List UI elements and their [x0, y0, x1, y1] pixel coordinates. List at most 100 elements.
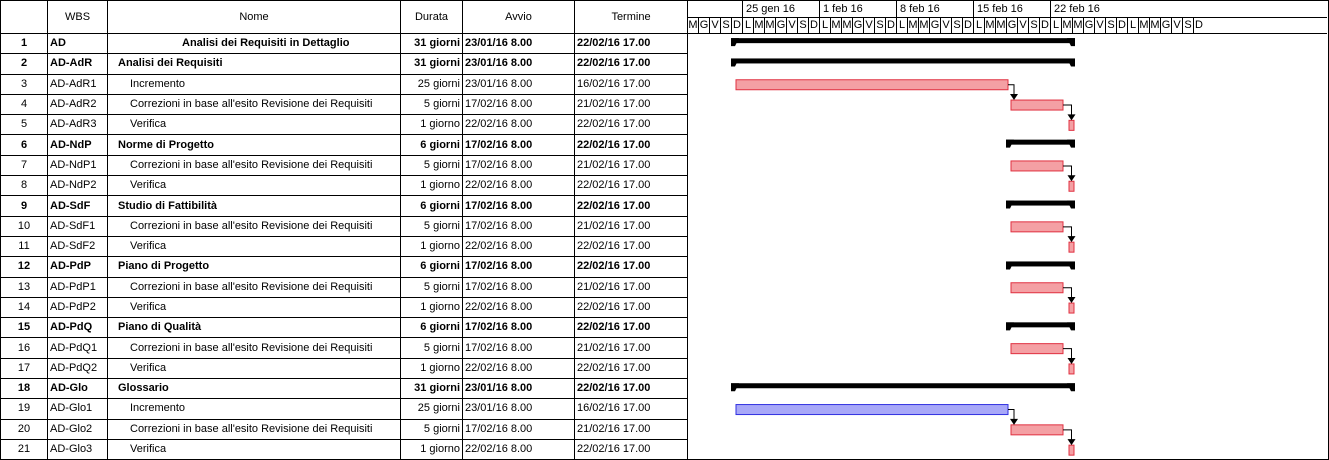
- row-wbs[interactable]: AD-AdR: [47, 53, 108, 75]
- row-start[interactable]: 17/02/16 8.00: [462, 317, 575, 339]
- row-start[interactable]: 23/01/16 8.00: [462, 32, 575, 55]
- row-end[interactable]: 21/02/16 17.00: [574, 337, 688, 359]
- row-name[interactable]: Verifica: [107, 357, 401, 380]
- row-name[interactable]: Correzioni in base all'esito Revisione d…: [107, 337, 401, 359]
- row-wbs[interactable]: AD-NdP1: [47, 154, 108, 177]
- row-start[interactable]: 23/01/16 8.00: [462, 378, 575, 400]
- row-end[interactable]: 22/02/16 17.00: [574, 256, 688, 278]
- row-wbs[interactable]: AD-PdP: [47, 256, 108, 278]
- row-id[interactable]: 16: [0, 337, 48, 359]
- row-start[interactable]: 22/02/16 8.00: [462, 357, 575, 380]
- row-name[interactable]: Analisi dei Requisiti in Dettaglio: [107, 32, 401, 55]
- row-duration[interactable]: 5 giorni: [400, 418, 463, 440]
- row-end[interactable]: 16/02/16 17.00: [574, 398, 688, 420]
- row-name[interactable]: Verifica: [107, 235, 401, 258]
- row-name[interactable]: Studio di Fattibilità: [107, 195, 401, 217]
- row-start[interactable]: 22/02/16 8.00: [462, 114, 575, 136]
- row-duration[interactable]: 5 giorni: [400, 337, 463, 359]
- row-duration[interactable]: 1 giorno: [400, 114, 463, 136]
- row-duration[interactable]: 5 giorni: [400, 154, 463, 177]
- row-end[interactable]: 16/02/16 17.00: [574, 73, 688, 95]
- row-wbs[interactable]: AD-PdQ1: [47, 337, 108, 359]
- row-duration[interactable]: 1 giorno: [400, 235, 463, 258]
- row-duration[interactable]: 6 giorni: [400, 317, 463, 339]
- row-wbs[interactable]: AD-AdR1: [47, 73, 108, 95]
- row-start[interactable]: 23/01/16 8.00: [462, 73, 575, 95]
- row-end[interactable]: 22/02/16 17.00: [574, 438, 688, 460]
- row-start[interactable]: 23/01/16 8.00: [462, 398, 575, 420]
- row-name[interactable]: Verifica: [107, 114, 401, 136]
- row-id[interactable]: 12: [0, 256, 48, 278]
- row-duration[interactable]: 31 giorni: [400, 32, 463, 55]
- row-id[interactable]: 20: [0, 418, 48, 440]
- row-start[interactable]: 17/02/16 8.00: [462, 276, 575, 298]
- row-end[interactable]: 22/02/16 17.00: [574, 378, 688, 400]
- row-id[interactable]: 2: [0, 53, 48, 75]
- row-end[interactable]: 21/02/16 17.00: [574, 418, 688, 440]
- row-end[interactable]: 22/02/16 17.00: [574, 235, 688, 258]
- row-name[interactable]: Correzioni in base all'esito Revisione d…: [107, 154, 401, 177]
- row-wbs[interactable]: AD-Glo3: [47, 438, 108, 460]
- row-name[interactable]: Correzioni in base all'esito Revisione d…: [107, 93, 401, 116]
- row-id[interactable]: 18: [0, 378, 48, 400]
- row-end[interactable]: 22/02/16 17.00: [574, 134, 688, 156]
- row-name[interactable]: Norme di Progetto: [107, 134, 401, 156]
- row-duration[interactable]: 1 giorno: [400, 296, 463, 319]
- row-end[interactable]: 22/02/16 17.00: [574, 53, 688, 75]
- row-name[interactable]: Piano di Progetto: [107, 256, 401, 278]
- row-end[interactable]: 22/02/16 17.00: [574, 296, 688, 319]
- row-duration[interactable]: 5 giorni: [400, 276, 463, 298]
- row-id[interactable]: 14: [0, 296, 48, 319]
- col-header-end[interactable]: Termine: [574, 0, 688, 34]
- row-duration[interactable]: 5 giorni: [400, 215, 463, 237]
- row-id[interactable]: 5: [0, 114, 48, 136]
- row-duration[interactable]: 31 giorni: [400, 53, 463, 75]
- row-start[interactable]: 17/02/16 8.00: [462, 134, 575, 156]
- row-id[interactable]: 17: [0, 357, 48, 380]
- col-header-start[interactable]: Avvio: [462, 0, 575, 34]
- row-wbs[interactable]: AD-NdP2: [47, 175, 108, 197]
- row-name[interactable]: Correzioni in base all'esito Revisione d…: [107, 276, 401, 298]
- row-name[interactable]: Incremento: [107, 73, 401, 95]
- row-wbs[interactable]: AD-NdP: [47, 134, 108, 156]
- row-end[interactable]: 22/02/16 17.00: [574, 114, 688, 136]
- row-wbs[interactable]: AD-Glo: [47, 378, 108, 400]
- row-end[interactable]: 22/02/16 17.00: [574, 357, 688, 380]
- row-id[interactable]: 15: [0, 317, 48, 339]
- row-wbs[interactable]: AD-PdQ: [47, 317, 108, 339]
- row-start[interactable]: 22/02/16 8.00: [462, 296, 575, 319]
- row-name[interactable]: Piano di Qualità: [107, 317, 401, 339]
- row-id[interactable]: 11: [0, 235, 48, 258]
- row-wbs[interactable]: AD-AdR2: [47, 93, 108, 116]
- row-start[interactable]: 17/02/16 8.00: [462, 195, 575, 217]
- row-wbs[interactable]: AD-Glo1: [47, 398, 108, 420]
- row-end[interactable]: 22/02/16 17.00: [574, 195, 688, 217]
- row-wbs[interactable]: AD-SdF: [47, 195, 108, 217]
- row-duration[interactable]: 5 giorni: [400, 93, 463, 116]
- row-wbs[interactable]: AD-SdF2: [47, 235, 108, 258]
- row-end[interactable]: 21/02/16 17.00: [574, 93, 688, 116]
- row-duration[interactable]: 6 giorni: [400, 256, 463, 278]
- row-name[interactable]: Correzioni in base all'esito Revisione d…: [107, 418, 401, 440]
- row-name[interactable]: Correzioni in base all'esito Revisione d…: [107, 215, 401, 237]
- row-id[interactable]: 1: [0, 32, 48, 55]
- row-start[interactable]: 17/02/16 8.00: [462, 337, 575, 359]
- row-duration[interactable]: 25 giorni: [400, 73, 463, 95]
- row-name[interactable]: Verifica: [107, 296, 401, 319]
- row-start[interactable]: 22/02/16 8.00: [462, 438, 575, 460]
- row-end[interactable]: 21/02/16 17.00: [574, 154, 688, 177]
- row-start[interactable]: 17/02/16 8.00: [462, 215, 575, 237]
